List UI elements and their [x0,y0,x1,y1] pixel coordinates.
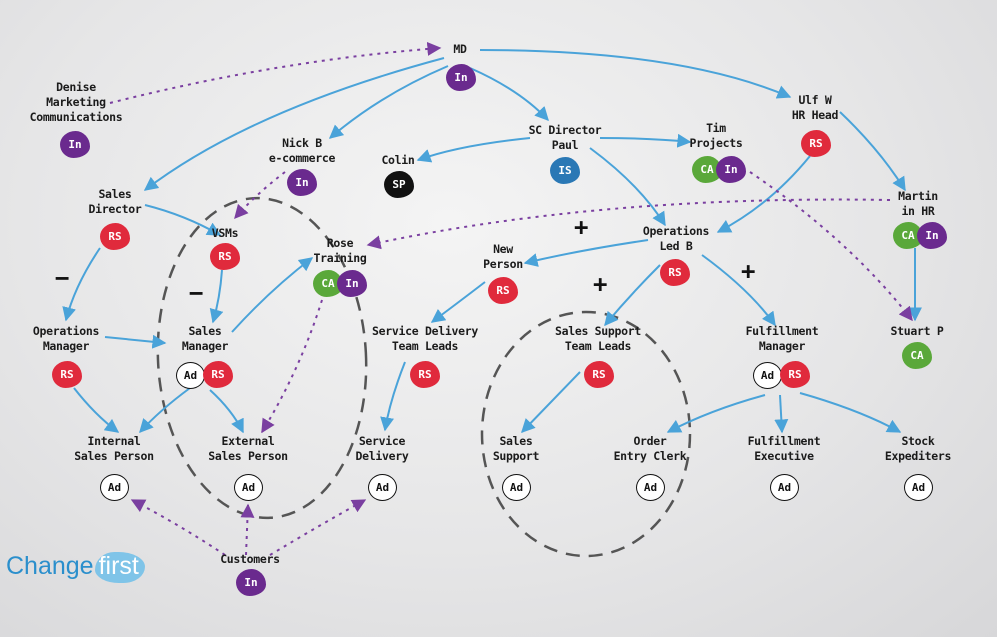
badge-ss-1: Ad [502,474,531,501]
link-md-ulf [479,49,792,99]
plus-sign: + [741,257,756,285]
node-label-opsmgr: Operations Manager [32,324,100,353]
link-opsled-newperson [523,239,649,267]
link-salesmgr-rose [231,257,314,333]
node-label-rose: Rose Training [313,236,367,265]
link-opsled-fulmgr [701,254,776,327]
logo-text-first: first [94,552,145,583]
node-label-opsled: Operations Led B [642,224,710,253]
badge-md-1: In [446,64,476,91]
dotted-cust-isp [130,499,226,556]
node-label-sstl: Sales Support Team Leads [554,324,642,353]
link-salesmgr-esp [209,389,244,434]
link-sdtl-sd [380,361,406,432]
badge-nick-1: In [287,169,317,196]
node-label-salesdir: Sales Director [88,187,142,216]
node-label-ss: Sales Support [492,434,540,463]
badge-fulmgr-2: RS [780,361,810,388]
support-group-outline [480,310,692,558]
badge-ulf-1: RS [801,130,831,157]
node-label-stuart: Stuart P [890,324,944,338]
minus-sign: − [55,264,70,292]
node-label-newperson: New Person [483,242,523,271]
dotted-cust-sd [269,499,367,556]
badge-vsms-1: RS [210,243,240,270]
link-sstl-ss [521,371,581,434]
badge-sd-1: Ad [368,474,397,501]
link-opsmgr-salesmgr [104,334,167,349]
badge-opsmgr-1: RS [52,361,82,388]
node-label-colin: Colin [381,153,415,167]
badge-salesdir-1: RS [100,223,130,250]
badge-opsled-1: RS [660,259,690,286]
link-sc-opsled [589,147,666,227]
badge-oec-1: Ad [636,474,665,501]
link-md-sc [469,67,549,122]
node-label-cust: Customers [220,552,280,566]
badge-sstl-1: RS [584,361,614,388]
minus-sign: − [189,279,204,307]
node-label-salesmgr: Sales Manager [181,324,229,353]
link-fulmgr-fe [774,394,789,434]
node-label-esp: External Sales Person [208,434,288,463]
plus-sign: + [593,270,608,298]
badge-newperson-1: RS [488,277,518,304]
badge-fulmgr-1: Ad [753,362,782,389]
node-label-martin: Martin in HR [898,189,938,218]
node-label-fe: Fulfillment Executive [747,434,821,463]
badge-cust-1: In [236,569,266,596]
badge-martin-2: In [917,222,947,249]
badge-salesmgr-2: RS [203,361,233,388]
link-sc-tim [599,133,692,148]
badge-fe-1: Ad [770,474,799,501]
link-fulmgr-se [799,392,902,433]
badge-esp-1: Ad [234,474,263,501]
node-label-vsms: VSMs [211,226,239,240]
link-salesdir-vsms [144,204,222,236]
badge-tim-2: In [716,156,746,183]
dotted-rose-esp [261,299,323,434]
badge-rose-2: In [337,270,367,297]
node-label-md: MD [453,42,467,56]
dotted-nick-vsms [234,171,286,220]
dotted-martin-rose [366,198,891,250]
plus-sign: + [574,213,589,241]
badge-sc-1: IS [550,157,580,184]
node-label-nick: Nick B e-commerce [268,136,336,165]
node-label-fulmgr: Fulfillment Manager [745,324,819,353]
link-salesmgr-isp [139,387,191,434]
node-label-isp: Internal Sales Person [74,434,154,463]
link-newperson-sdtl [430,281,486,323]
link-salesdir-opsmgr [62,247,101,322]
node-label-se: Stock Expediters [884,434,952,463]
badge-stuart-1: CA [902,342,932,369]
link-fulmgr-oec [666,394,766,433]
dotted-cust-esp [240,503,255,556]
link-opsled-sstl [604,264,661,327]
logo-text-change: Change [6,552,94,580]
node-label-ulf: Ulf W HR Head [791,93,839,122]
badge-colin-1: SP [384,171,414,198]
node-label-sdtl: Service Delivery Team Leads [372,324,478,353]
link-md-salesdir [143,57,445,191]
badge-isp-1: Ad [100,474,129,501]
badge-se-1: Ad [904,474,933,501]
node-label-tim: Tim Projects [689,121,743,150]
link-ulf-martin [839,111,906,192]
node-label-sd: Service Delivery [355,434,409,463]
link-vsms-salesmgr [209,269,224,324]
link-sc-colin [416,137,531,163]
node-label-sc: SC Director Paul [528,123,602,152]
badge-denise-1: In [60,131,90,158]
link-opsmgr-isp [73,387,120,433]
badge-salesmgr-1: Ad [176,362,205,389]
link-md-nick [328,65,449,139]
badge-sdtl-1: RS [410,361,440,388]
node-label-oec: Order Entry Clerk [613,434,687,463]
node-label-denise: Denise Marketing Communications [29,80,123,124]
